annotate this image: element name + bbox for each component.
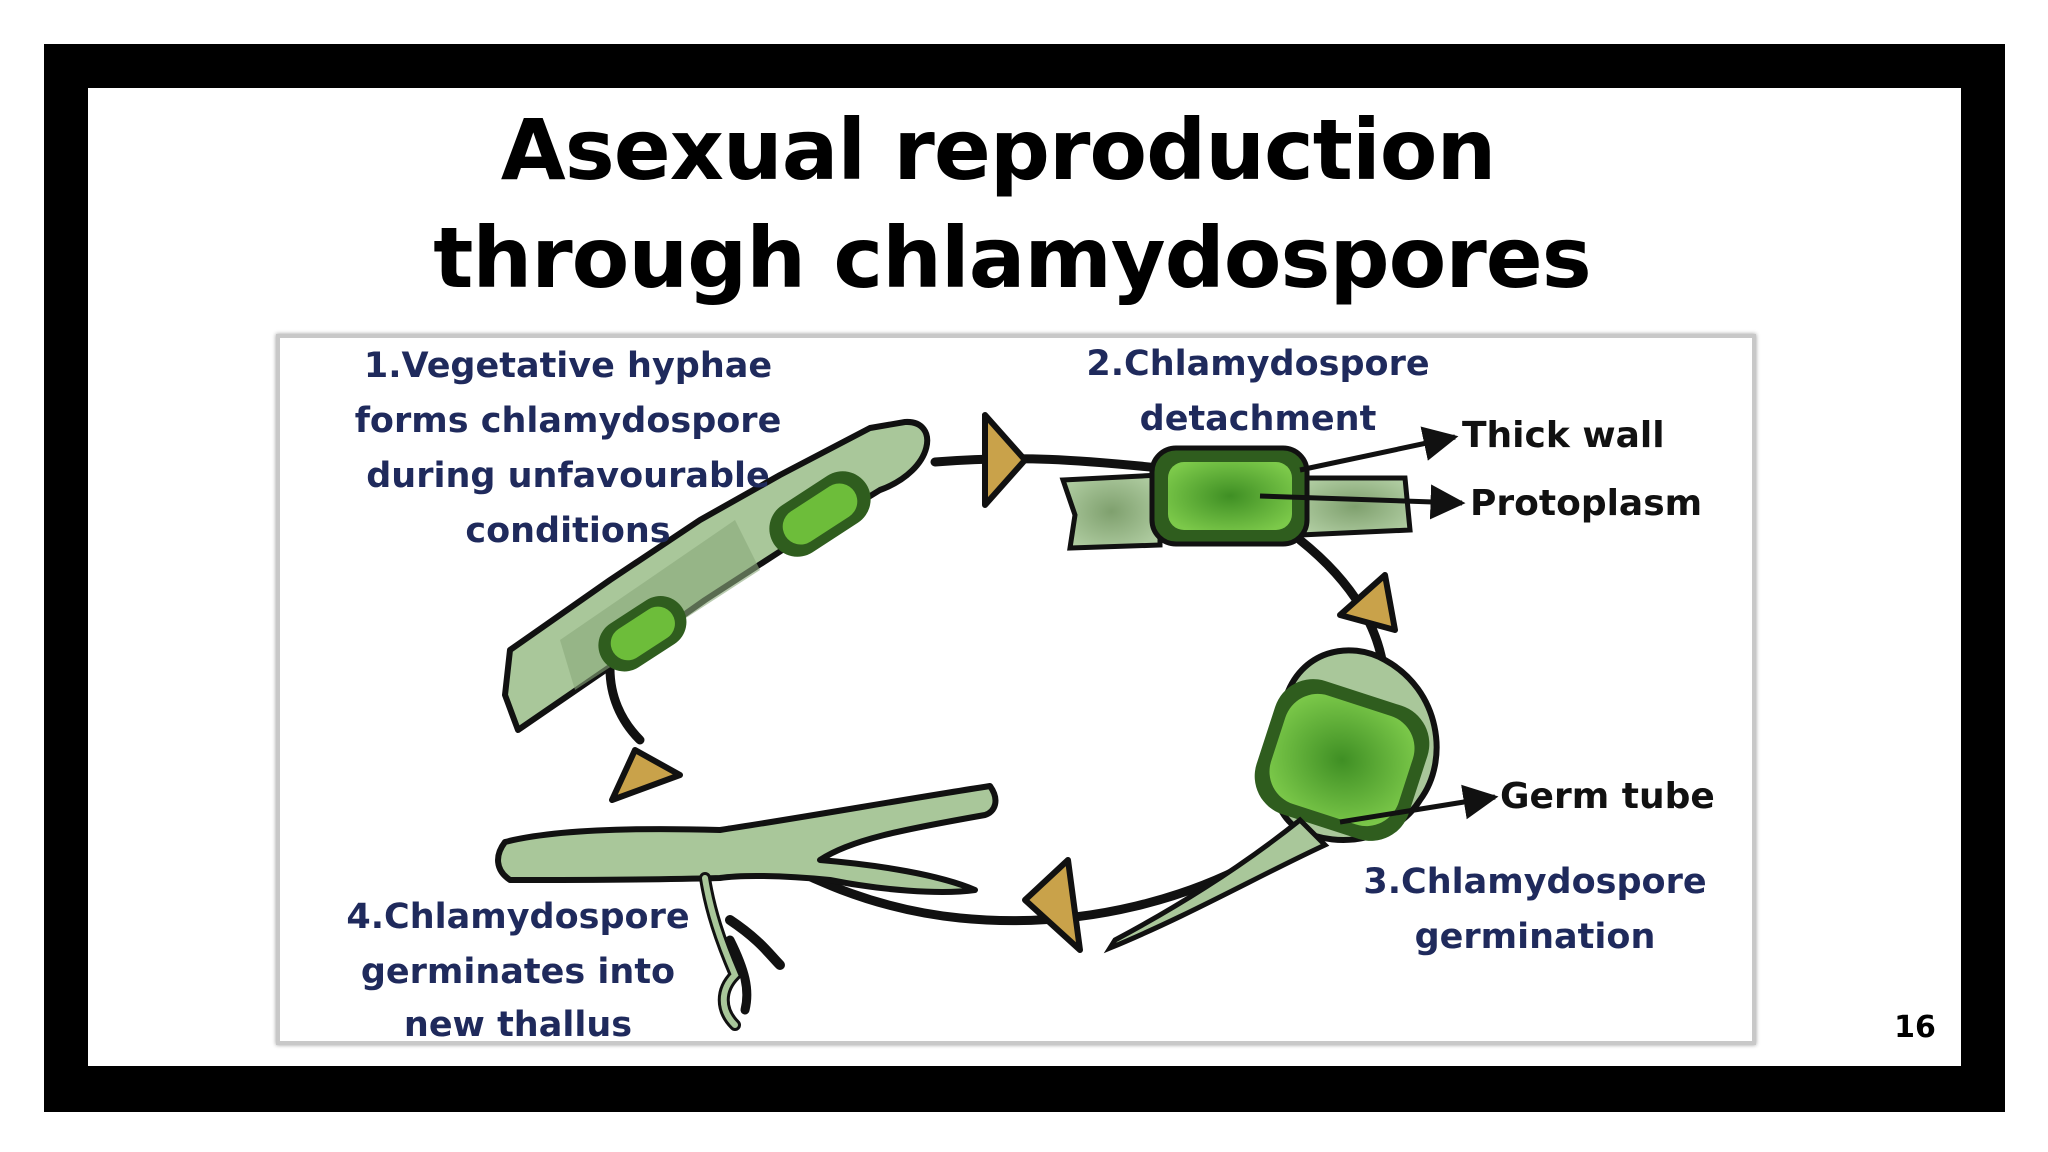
slide-title-line-2: through chlamydospores xyxy=(433,209,1592,307)
stage-1-label-line-1: 1.Vegetative hyphae xyxy=(364,346,772,386)
protoplasm-label: Protoplasm xyxy=(1470,483,1702,524)
stage-2-label-line-1: 2.Chlamydospore xyxy=(1086,344,1429,384)
stage-3-label-line-1: 3.Chlamydospore xyxy=(1363,862,1706,902)
thick-wall-label: Thick wall xyxy=(1462,415,1665,456)
new-thallus xyxy=(495,783,999,1031)
stage-4-label-line-3: new thallus xyxy=(404,1005,632,1045)
vegetative-hypha xyxy=(502,418,931,733)
thick-wall-pointer xyxy=(1299,426,1459,473)
cycle-arrowhead xyxy=(609,747,683,803)
cycle-arrowhead xyxy=(982,412,1028,508)
stage-1-label-line-4: conditions xyxy=(465,511,670,551)
cycle-arrowhead xyxy=(1022,857,1083,953)
protoplasm-pointer xyxy=(1259,484,1466,520)
stage-4-label-line-1: 4.Chlamydospore xyxy=(346,897,689,937)
stage-4-label-line-2: germinates into xyxy=(361,952,675,992)
stage-1-label-line-3: during unfavourable xyxy=(366,456,770,496)
stage-2-label-line-2: detachment xyxy=(1140,399,1377,439)
page-number: 16 xyxy=(1894,1010,1936,1045)
stage-3-label-line-2: germination xyxy=(1415,917,1656,957)
germ-tube-label: Germ tube xyxy=(1500,776,1715,817)
germ-tube-pointer xyxy=(1339,784,1499,825)
cycle-arrowhead xyxy=(1337,572,1398,633)
detached-chlamydospore xyxy=(1059,445,1413,551)
slide-title-line-1: Asexual reproduction xyxy=(500,101,1497,199)
germinating-chlamydospore xyxy=(1103,647,1440,954)
stage-1-label-line-2: forms chlamydospore xyxy=(355,401,782,441)
